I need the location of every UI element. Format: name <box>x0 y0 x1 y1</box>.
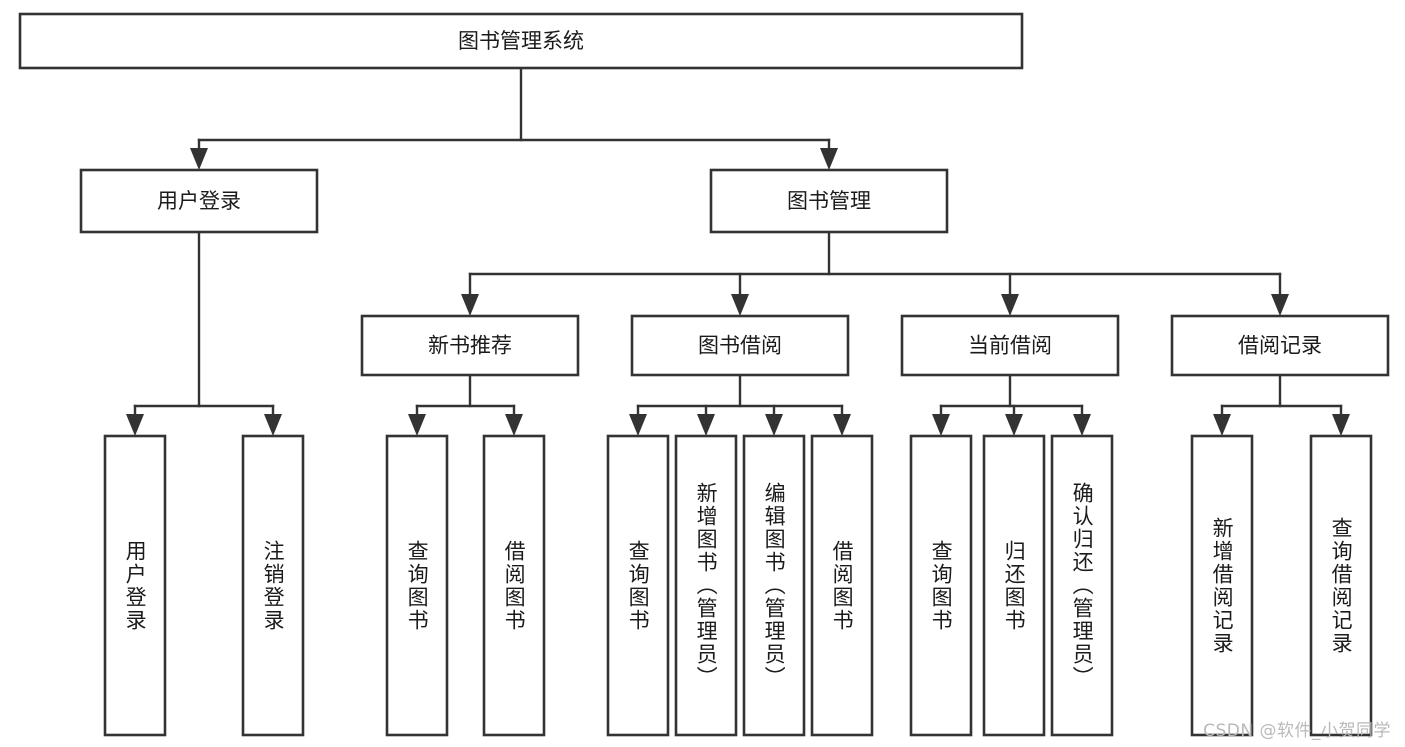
node-box-new-book-rec[interactable] <box>360 314 580 377</box>
arrow-head-icon <box>833 414 851 436</box>
node-label-book-manage: 图书管理 <box>787 189 871 213</box>
arrow-head-icon <box>731 294 749 316</box>
node-label-borrow-record: 借阅记录 <box>1238 334 1322 358</box>
arrow-head-icon <box>1271 294 1289 316</box>
node-box-book-borrow[interactable] <box>630 314 850 377</box>
node-box-leaf-add-record[interactable] <box>1190 434 1254 737</box>
node-label-new-book-rec: 新书推荐 <box>428 334 512 358</box>
node-box-leaf-query-book-3[interactable] <box>909 434 973 737</box>
arrow-head-icon <box>461 294 479 316</box>
arrow-head-icon <box>264 414 282 436</box>
arrow-head-icon <box>1213 414 1231 436</box>
node-box-leaf-user-login[interactable] <box>103 434 167 737</box>
arrow-head-icon <box>1001 294 1019 316</box>
node-box-leaf-logout[interactable] <box>241 434 305 737</box>
watermark: CSDN @软件_小贺同学 <box>1203 721 1391 741</box>
node-box-borrow-record[interactable] <box>1170 314 1390 377</box>
node-box-leaf-query-record[interactable] <box>1309 434 1373 737</box>
arrow-head-icon <box>190 148 208 170</box>
arrow-head-icon <box>820 148 838 170</box>
node-box-leaf-confirm-return[interactable] <box>1050 434 1114 737</box>
connectors-layer <box>126 66 1350 436</box>
node-label-root: 图书管理系统 <box>458 29 584 53</box>
node-box-leaf-query-book-2[interactable] <box>606 434 670 737</box>
node-box-leaf-add-book[interactable] <box>674 434 738 737</box>
arrow-head-icon <box>765 414 783 436</box>
node-box-leaf-edit-book[interactable] <box>742 434 806 737</box>
arrow-head-icon <box>629 414 647 436</box>
node-box-leaf-borrow-book-1[interactable] <box>482 434 546 737</box>
node-label-current-borrow: 当前借阅 <box>968 334 1052 358</box>
node-label-book-borrow: 图书借阅 <box>698 334 782 358</box>
node-box-current-borrow[interactable] <box>900 314 1120 377</box>
arrow-head-icon <box>505 414 523 436</box>
node-box-leaf-return-book[interactable] <box>982 434 1046 737</box>
arrow-head-icon <box>408 414 426 436</box>
arrow-head-icon <box>1005 414 1023 436</box>
node-label-user-login: 用户登录 <box>157 189 241 213</box>
node-box-leaf-query-book-1[interactable] <box>385 434 449 737</box>
arrow-head-icon <box>697 414 715 436</box>
arrow-head-icon <box>1073 414 1091 436</box>
arrow-head-icon <box>126 414 144 436</box>
node-box-root[interactable] <box>18 12 1024 70</box>
node-box-leaf-borrow-book-2[interactable] <box>810 434 874 737</box>
boxes-layer <box>18 12 1390 737</box>
node-box-user-login[interactable] <box>79 168 319 234</box>
arrow-head-icon <box>932 414 950 436</box>
node-box-book-manage[interactable] <box>709 168 949 234</box>
arrow-head-icon <box>1332 414 1350 436</box>
